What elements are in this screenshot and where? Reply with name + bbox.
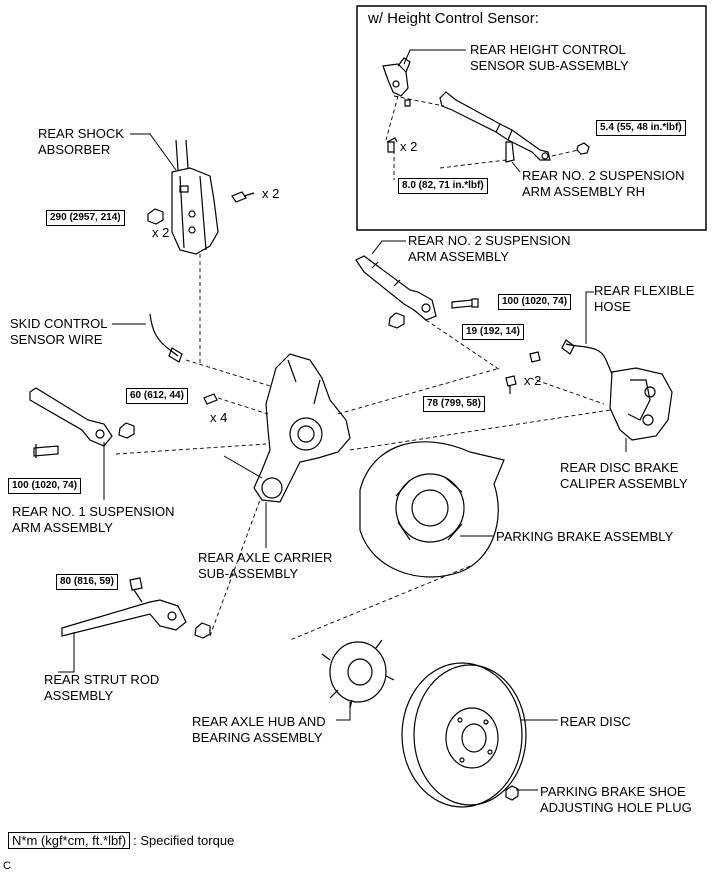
pb-hole-plug-part — [505, 785, 519, 801]
torque-8-0: 8.0 (82, 71 in.*lbf) — [398, 178, 488, 194]
label-rear-no2-arm: REAR NO. 2 SUSPENSION ARM ASSEMBLY — [408, 233, 571, 264]
multiplier-carrier-bolt: x 4 — [210, 410, 228, 425]
inset-title: w/ Height Control Sensor: — [368, 10, 539, 27]
label-parking-brake-plug: PARKING BRAKE SHOE ADJUSTING HOLE PLUG — [540, 784, 692, 815]
multiplier-shock-bolt: x 2 — [262, 186, 280, 201]
axle-carrier-part — [253, 353, 351, 503]
rear-no1-arm-part — [29, 387, 113, 447]
label-rear-no1-arm: REAR NO. 1 SUSPENSION ARM ASSEMBLY — [12, 504, 175, 535]
no1-arm-bolt — [33, 444, 59, 458]
torque-100-no1-arm: 100 (1020, 74) — [8, 478, 82, 494]
height-sensor-inset-part — [382, 57, 411, 107]
inset-rod-part — [439, 91, 551, 163]
multiplier-inset-bolt: x 2 — [400, 139, 418, 154]
corner-code: C — [3, 860, 11, 872]
torque-290: 290 (2957, 214) — [46, 210, 125, 226]
leader-lines — [58, 49, 627, 791]
brake-caliper-part — [609, 367, 673, 441]
torque-78: 78 (799, 58) — [423, 396, 485, 412]
flex-hose-part — [565, 343, 613, 375]
torque-legend: N*m (kgf*cm, ft.*lbf) : Specified torque — [8, 832, 234, 849]
torque-19: 19 (192, 14) — [462, 324, 524, 340]
strut-rod-nut — [194, 622, 211, 639]
label-rear-height-control-sensor: REAR HEIGHT CONTROL SENSOR SUB-ASSEMBLY — [470, 42, 629, 73]
parking-brake-part — [359, 441, 505, 578]
legend-box: N*m (kgf*cm, ft.*lbf) — [8, 832, 131, 849]
label-rear-strut-rod: REAR STRUT ROD ASSEMBLY — [44, 672, 160, 703]
label-skid-control-sensor-wire: SKID CONTROL SENSOR WIRE — [10, 316, 108, 347]
legend-text: : Specified torque — [133, 833, 235, 848]
label-rear-disc-brake-caliper: REAR DISC BRAKE CALIPER ASSEMBLY — [560, 460, 688, 491]
label-parking-brake-assembly: PARKING BRAKE ASSEMBLY — [496, 529, 674, 544]
shock-bolt — [231, 191, 255, 203]
axle-hub-part — [321, 639, 395, 709]
torque-60: 60 (612, 44) — [126, 388, 188, 404]
inset-bolt — [386, 137, 398, 153]
inset-nut — [576, 142, 590, 155]
rear-disc-part — [401, 662, 527, 808]
label-rear-axle-hub: REAR AXLE HUB AND BEARING ASSEMBLY — [192, 714, 326, 745]
rear-no2-arm-part — [355, 255, 437, 321]
torque-80: 80 (816, 59) — [56, 574, 118, 590]
alignment-lines — [115, 95, 611, 641]
strut-rod-bolt — [129, 577, 143, 603]
multiplier-shock-nut: x 2 — [152, 225, 170, 240]
label-rear-disc: REAR DISC — [560, 714, 631, 729]
label-rear-flexible-hose: REAR FLEXIBLE HOSE — [594, 283, 695, 314]
multiplier-caliper-bolt: x 2 — [524, 373, 542, 388]
no2-arm-nut — [388, 312, 405, 329]
carrier-bolt — [203, 393, 218, 405]
shock-nut — [147, 208, 164, 225]
skid-sensor-wire-part — [149, 313, 179, 357]
label-rear-axle-carrier: REAR AXLE CARRIER SUB-ASSEMBLY — [198, 550, 333, 581]
label-rear-shock-absorber: REAR SHOCK ABSORBER — [38, 126, 124, 157]
label-rear-no2-arm-rh: REAR NO. 2 SUSPENSION ARM ASSEMBLY RH — [522, 168, 685, 199]
strut-rod-part — [61, 599, 187, 637]
shock-absorber-mount-part — [171, 139, 219, 255]
torque-5-4: 5.4 (55, 48 in.*lbf) — [596, 120, 686, 136]
torque-100-no2-arm: 100 (1020, 74) — [498, 294, 572, 310]
caliper-bolt — [505, 375, 517, 394]
inset-frame — [356, 5, 707, 231]
hose-bolt — [529, 351, 541, 363]
no1-arm-nut — [118, 422, 135, 439]
no2-arm-bolt — [451, 298, 479, 309]
